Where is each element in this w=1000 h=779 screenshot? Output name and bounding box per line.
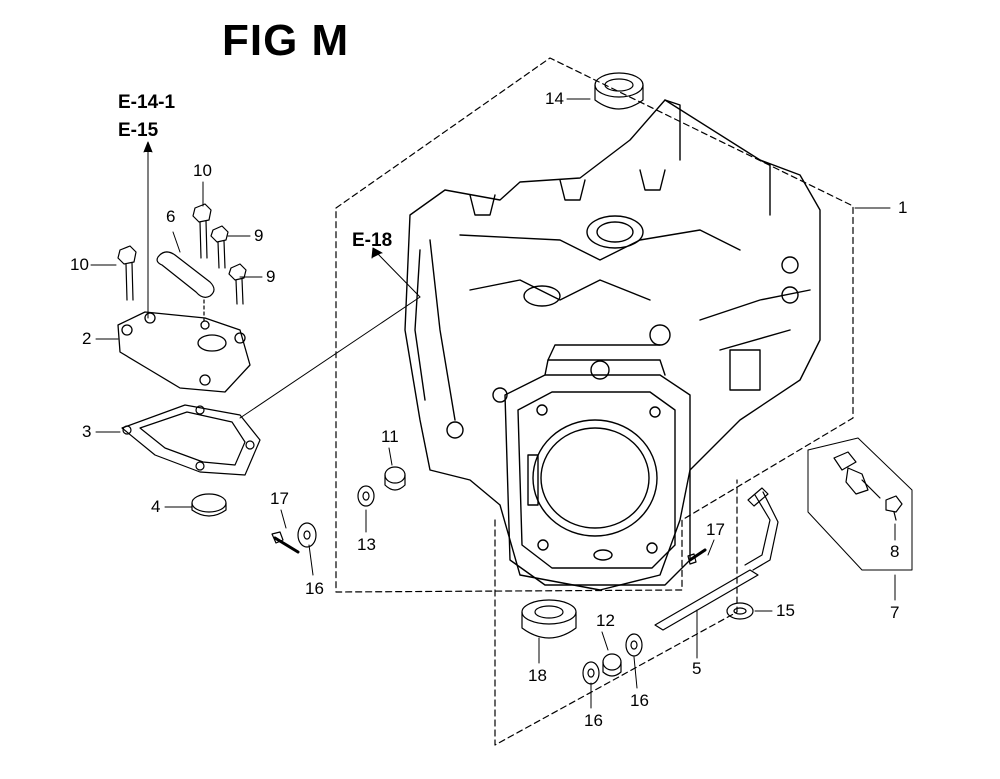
callout-9-lower: 9: [266, 267, 276, 286]
screw-8: [885, 495, 903, 521]
o-ring-15: [726, 602, 754, 620]
crankcase-block: [404, 99, 821, 591]
callout-11: 11: [381, 427, 399, 446]
callout-16-left: 16: [305, 579, 324, 598]
callout-10-left: 10: [70, 255, 89, 274]
cover-plate-2: [117, 311, 251, 393]
oil-seal-14: [594, 72, 644, 110]
callout-3: 3: [82, 422, 92, 441]
callout-13: 13: [357, 535, 376, 554]
plug-4: [191, 493, 227, 517]
bolt-17-right: [687, 548, 707, 565]
callout-9-upper: 9: [254, 226, 264, 245]
callout-15: 15: [776, 601, 795, 620]
leader-lines: [90, 98, 896, 709]
bolt-10-left: [117, 245, 137, 301]
gasket-3: [121, 404, 261, 476]
ref-e18: E-18: [352, 230, 393, 251]
callout-5: 5: [692, 659, 702, 678]
sensor-group-7: [807, 437, 913, 571]
bolt-10-top: [192, 203, 212, 259]
figure-title: FIG M: [222, 16, 350, 65]
bolt-9-upper: [210, 225, 229, 269]
assembly-boundary: [335, 57, 854, 746]
washer-16-left: [297, 522, 317, 548]
washer-16-bottom: [582, 661, 600, 685]
callout-14: 14: [545, 89, 564, 108]
bolt-17-left: [271, 531, 300, 554]
callout-10-top: 10: [193, 161, 212, 180]
dipstick-tube-5: [654, 487, 779, 631]
callout-18: 18: [528, 666, 547, 685]
bearing-18: [521, 599, 577, 639]
callout-4: 4: [151, 497, 161, 516]
washer-13: [357, 485, 375, 507]
dowel-12: [602, 653, 622, 677]
washer-16-right: [625, 633, 643, 657]
callout-2: 2: [82, 329, 92, 348]
callout-16-bottom: 16: [584, 711, 603, 730]
callout-8: 8: [890, 542, 900, 561]
bolt-9-lower: [228, 263, 247, 305]
callout-7: 7: [890, 603, 900, 622]
callout-17-left: 17: [270, 489, 289, 508]
cylinder-face: [504, 344, 691, 586]
breather-link-6: [156, 251, 215, 324]
ref-e14-1: E-14-1: [118, 92, 176, 113]
callout-16-right: 16: [630, 691, 649, 710]
callout-12: 12: [596, 611, 615, 630]
ref-e15: E-15: [118, 120, 159, 141]
callout-1: 1: [898, 198, 908, 217]
oil-sensor-switch: [833, 451, 881, 499]
callout-17-right: 17: [706, 520, 725, 539]
dowel-11: [384, 466, 406, 491]
callout-6: 6: [166, 207, 176, 226]
